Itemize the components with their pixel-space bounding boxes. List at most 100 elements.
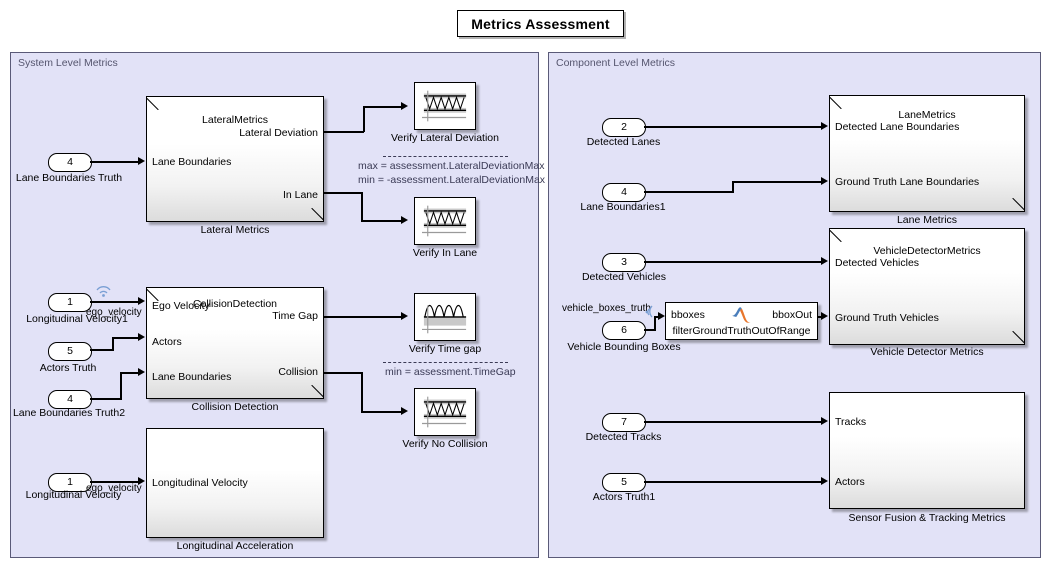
longitudinal-acceleration-block[interactable]: Longitudinal Velocity [146,428,324,538]
wire-lateral-deviation-c [363,106,401,108]
wire-arrow [138,477,145,485]
wire-arrow [138,333,145,341]
inport-actors-truth[interactable]: 5 [48,342,92,361]
wire-detected-vehicles [644,261,821,263]
wire-vehicle-boxes-b [654,316,656,330]
time-gap-annotation-line-1: min = assessment.TimeGap [385,366,516,378]
component-level-metrics-area-label: Component Level Metrics [556,57,676,69]
inport-detected-vehicles-label: Detected Vehicles [581,271,667,283]
vehicle-detector-metrics-caption: Vehicle Detector Metrics [870,346,984,358]
verify-lateral-deviation-caption: Verify Lateral Deviation [391,132,499,144]
inport-number: 4 [621,186,627,199]
filter-ground-truth-out-of-range-block[interactable]: bboxes bboxOut filterGroundTruthOutOfRan… [665,302,818,340]
wire-lateral-deviation-b [363,106,365,132]
wire-lateral-deviation-a [324,131,364,133]
inport-vehicle-bounding-boxes[interactable]: 6 [602,321,646,340]
wire-lane-boundaries1-c [732,181,821,183]
sensor-fusion-input-actors: Actors [835,476,865,488]
wire-lane-boundaries-truth2-c [120,372,138,374]
inport-lane-boundaries-truth2-label: Lane Boundaries Truth2 [12,407,126,419]
wire-lane-boundaries-truth2-b [120,372,122,399]
wire-in-lane-b [361,192,363,221]
wire-arrow [821,477,828,485]
inport-vehicle-bounding-boxes-label: Vehicle Bounding Boxes [567,341,681,353]
system-level-metrics-area-label: System Level Metrics [18,57,118,69]
vehicle-detector-metrics-input-ground-truth-vehicles: Ground Truth Vehicles [835,312,939,324]
vehicle-detector-metrics-block[interactable]: VehicleDetectorMetrics Detected Vehicles… [829,228,1025,345]
wire-lane-boundaries-truth [90,161,138,163]
verify-lateral-deviation-scope[interactable] [414,82,476,130]
subsystem-corner-icon [830,229,843,242]
inport-lane-boundaries1[interactable]: 4 [602,183,646,202]
sensor-fusion-tracking-metrics-block[interactable]: Tracks Actors [829,392,1025,509]
verify-no-collision-caption: Verify No Collision [402,438,488,450]
signal-label-vehicle-boxes-truth: vehicle_boxes_truth [562,303,651,314]
inport-actors-truth-label: Actors Truth [39,362,97,374]
inport-lane-boundaries-truth-label: Lane Boundaries Truth [15,172,123,184]
wireless-signal-icon [645,305,653,318]
lateral-metrics-output-in-lane: In Lane [282,189,318,201]
verify-time-gap-scope[interactable] [414,293,476,341]
inport-number: 1 [67,296,73,309]
collision-detection-input-lane-boundaries: Lane Boundaries [152,371,232,383]
wire-detected-tracks [644,421,821,423]
matlab-function-name: filterGroundTruthOutOfRange [672,325,811,337]
inport-number: 7 [621,416,627,429]
subsystem-corner-icon [310,208,323,221]
wire-actors-truth1 [644,481,821,483]
time-gap-annotation-divider [383,362,508,363]
collision-detection-inner-title: CollisionDetection [192,298,278,310]
lateral-annotation-line-1: max = assessment.LateralDeviationMax [358,160,545,172]
inport-lane-boundaries-truth[interactable]: 4 [48,153,92,172]
inport-actors-truth1[interactable]: 5 [602,473,646,492]
inport-number: 1 [67,476,73,489]
collision-detection-output-time-gap: Time Gap [272,310,318,322]
scope-waveform-icon [422,396,467,428]
scope-waveform-icon [422,205,467,237]
wireless-signal-icon [96,286,111,297]
inport-lane-boundaries1-label: Lane Boundaries1 [580,201,666,213]
verify-no-collision-scope[interactable] [414,388,476,436]
longitudinal-acceleration-caption: Longitudinal Acceleration [176,540,294,552]
lateral-metrics-inner-title: LateralMetrics [202,114,268,126]
scope-waveform-icon [422,304,467,334]
inport-detected-lanes-label: Detected Lanes [586,136,661,148]
lane-metrics-block[interactable]: LaneMetrics Detected Lane Boundaries Gro… [829,95,1025,212]
subsystem-corner-icon [147,97,160,110]
wire-lane-boundaries1-a [644,191,734,193]
verify-in-lane-scope[interactable] [414,197,476,245]
verify-time-gap-caption: Verify Time gap [408,343,482,355]
signal-label-ego-velocity-1: ego_velocity [86,307,142,318]
inport-longitudinal-velocity1[interactable]: 1 [48,293,92,312]
lateral-metrics-input-lane-boundaries: Lane Boundaries [152,156,232,168]
inport-actors-truth1-label: Actors Truth1 [592,491,656,503]
matlab-function-input-label: bboxes [671,309,705,321]
lateral-metrics-block[interactable]: LateralMetrics Lane Boundaries Lateral D… [146,96,324,222]
wire-actors-truth-c [112,337,138,339]
matlab-function-output-label: bboxOut [772,309,812,321]
wire-arrow [401,102,408,110]
lateral-annotation-divider [383,156,508,157]
inport-number: 3 [621,256,627,269]
wire-vehicle-boxes-c [654,316,660,318]
collision-detection-block[interactable]: CollisionDetection Ego Velocity Actors L… [146,287,324,399]
inport-detected-vehicles[interactable]: 3 [602,253,646,272]
inport-longitudinal-velocity1-label: Longitudinal Velocity1 [26,313,128,325]
lane-metrics-input-ground-truth-lane-boundaries: Ground Truth Lane Boundaries [835,176,980,188]
wire-lane-boundaries-truth2-a [90,398,122,400]
wire-collision-b [361,372,363,412]
wire-actors-truth-b [112,337,114,350]
subsystem-corner-icon [1011,331,1024,344]
inport-detected-lanes[interactable]: 2 [602,118,646,137]
wire-arrow [138,368,145,376]
inport-detected-tracks[interactable]: 7 [602,413,646,432]
longitudinal-acceleration-input-longitudinal-velocity: Longitudinal Velocity [152,477,248,489]
wire-in-lane-c [361,220,401,222]
lateral-metrics-output-lateral-deviation: Lateral Deviation [239,127,318,139]
lateral-metrics-caption: Lateral Metrics [200,224,270,236]
inport-number: 4 [67,393,73,406]
wire-arrow [401,407,408,415]
wire-arrow [138,157,145,165]
wire-longitudinal-velocity1 [90,301,138,303]
